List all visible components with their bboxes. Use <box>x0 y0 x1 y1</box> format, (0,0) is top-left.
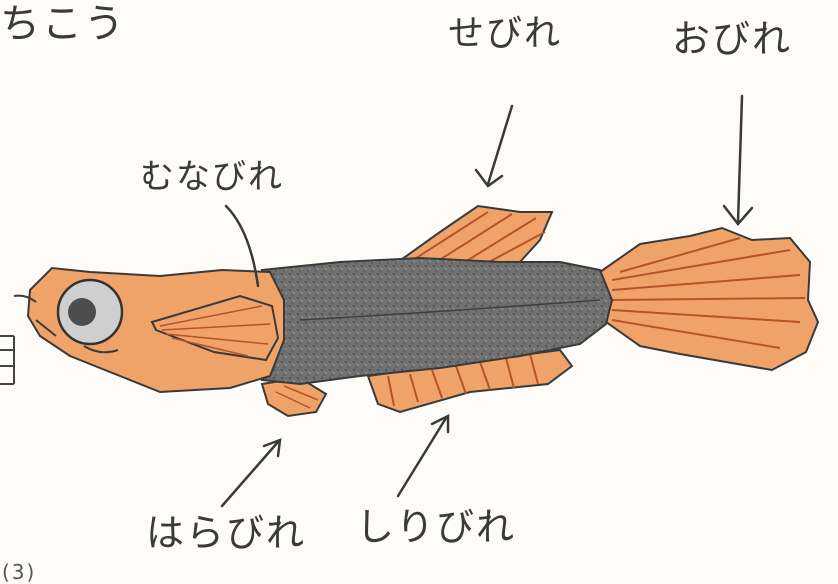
label-pectoral-fin: むなびれ <box>140 160 284 194</box>
arrow-obire <box>724 96 752 224</box>
left-edge-mark <box>0 336 14 384</box>
fish-eye <box>58 280 122 344</box>
arrow-harabire <box>222 440 280 506</box>
label-corner-fragment: ちこう <box>0 4 126 44</box>
arrow-shiribire <box>398 416 448 496</box>
label-pelvic-fin: はらびれ <box>146 514 306 552</box>
label-anal-fin: しりびれ <box>356 508 516 546</box>
label-tail-fin: おびれ <box>672 20 792 58</box>
tail-fin <box>600 228 818 370</box>
label-bottom-fragment: (3) <box>2 562 36 582</box>
arrow-sebire <box>476 106 512 186</box>
label-dorsal-fin: せびれ <box>448 16 562 52</box>
